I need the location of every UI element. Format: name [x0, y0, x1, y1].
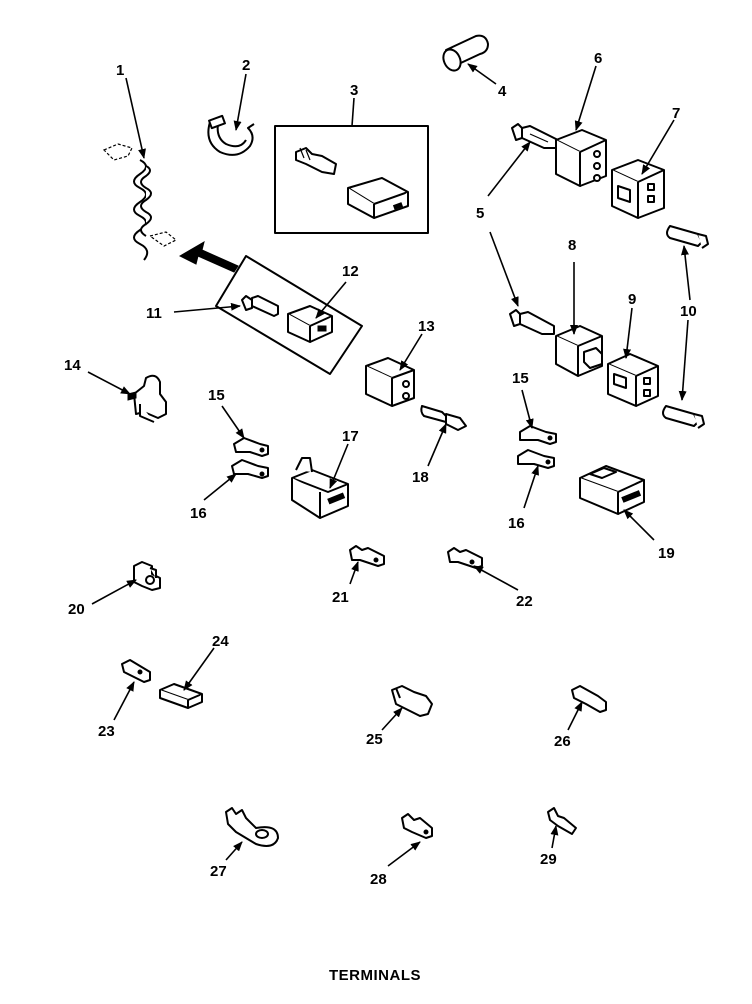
- part-29-spade-terminal: [547, 807, 577, 835]
- callout-6: 6: [594, 50, 602, 67]
- part-5-pin-terminal-top: [511, 123, 559, 149]
- part-2-clamp: [207, 114, 255, 156]
- callout-19: 19: [658, 545, 675, 562]
- part-24-insulator-sleeve: [159, 683, 203, 709]
- callout-22: 22: [516, 593, 533, 610]
- callout-10: 10: [680, 303, 697, 320]
- callout-16-right: 16: [508, 515, 525, 532]
- assembly-arrow: [178, 240, 239, 273]
- callout-2: 2: [242, 57, 250, 74]
- part-7-receptacle-housing: [611, 159, 665, 219]
- part-16-terminal-right: [517, 449, 555, 469]
- callout-28: 28: [370, 871, 387, 888]
- callout-labels: 1 2 3 4 5 6 7 8 9 10 11 12 13 14 15 16 1…: [64, 50, 697, 888]
- part-4-cylinder-sleeve: [442, 34, 489, 72]
- part-23-ring-tongue-terminal: [121, 659, 151, 683]
- leader-lines: [87, 63, 691, 867]
- callout-25: 25: [366, 731, 383, 748]
- callout-16: 16: [190, 505, 207, 522]
- callout-8: 8: [568, 237, 576, 254]
- part-25-insulated-female-terminal: [391, 685, 433, 717]
- callout-23: 23: [98, 723, 115, 740]
- callout-24: 24: [212, 633, 229, 650]
- part-20-clip-terminal: [133, 561, 161, 591]
- callout-15-right: 15: [512, 370, 529, 387]
- callout-1: 1: [116, 62, 124, 79]
- part-22-blade-terminal: [447, 547, 483, 569]
- callout-17: 17: [342, 428, 359, 445]
- part-27-ring-terminal: [225, 807, 279, 847]
- part-15-terminal-right: [519, 425, 557, 445]
- callout-14: 14: [64, 357, 81, 374]
- part-21-flag-terminal: [349, 545, 385, 567]
- callout-18: 18: [412, 469, 429, 486]
- part-9-receptacle-housing: [607, 353, 659, 407]
- part-5-pin-terminal-lower: [509, 309, 555, 335]
- callout-15: 15: [208, 387, 225, 404]
- callout-5: 5: [476, 205, 484, 222]
- callout-20: 20: [68, 601, 85, 618]
- part-16-terminal-left: [231, 459, 269, 479]
- callout-11: 11: [146, 305, 162, 322]
- part-15-terminal-left: [233, 437, 269, 457]
- part-19-multi-pin-housing: [579, 465, 645, 515]
- part-28-quick-connect-terminal: [401, 813, 433, 839]
- callout-4: 4: [498, 83, 507, 100]
- part-10-socket-terminal-lower: [662, 405, 705, 429]
- part-1-wire-coil: [102, 143, 178, 261]
- part-17-latch-housing: [291, 457, 349, 519]
- callout-3: 3: [350, 82, 358, 99]
- part-10-socket-terminal-top: [666, 225, 709, 249]
- callout-27: 27: [210, 863, 227, 880]
- callout-21: 21: [332, 589, 349, 606]
- part-13-two-pin-housing: [365, 357, 415, 407]
- part-11-12-terminal-box: [215, 255, 363, 375]
- callout-26: 26: [554, 733, 571, 750]
- callout-7: 7: [672, 105, 680, 122]
- part-18-pin-terminal: [420, 405, 467, 431]
- part-6-plug-housing: [555, 129, 607, 187]
- callout-13: 13: [418, 318, 435, 335]
- callout-12: 12: [342, 263, 359, 280]
- callout-29: 29: [540, 851, 557, 868]
- callout-9: 9: [628, 291, 636, 308]
- diagram-title: TERMINALS: [329, 967, 421, 984]
- part-26-butt-connector: [571, 685, 607, 713]
- part-3-terminal-kit: [274, 125, 429, 234]
- part-14-clip: [127, 374, 167, 423]
- part-8-plug-housing: [555, 325, 603, 377]
